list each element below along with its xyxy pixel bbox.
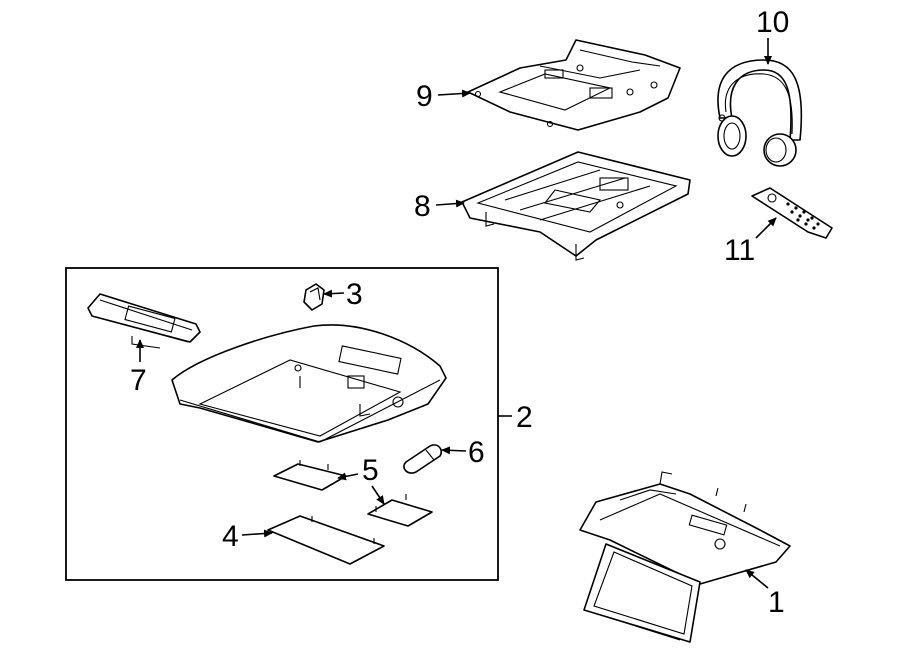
part-11-remote — [751, 187, 833, 239]
part-3-clip — [303, 283, 325, 311]
part-4-lens — [267, 515, 385, 565]
callout-6: 6 — [468, 436, 485, 469]
part-5-lens-a — [273, 460, 347, 491]
leader-6 — [441, 446, 467, 455]
callout-10: 10 — [756, 6, 789, 39]
part-2-console-housing — [171, 324, 447, 443]
part-10-headphones — [717, 59, 803, 167]
leader-9 — [437, 89, 471, 98]
part-6-bulb — [403, 444, 443, 474]
leader-11 — [755, 217, 777, 239]
leader-5b — [371, 485, 385, 505]
callout-9: 9 — [416, 80, 433, 113]
leader-3 — [323, 289, 345, 298]
part-9-bracket — [467, 39, 681, 131]
leader-1 — [745, 569, 769, 589]
callout-8: 8 — [414, 190, 431, 223]
callout-3: 3 — [346, 278, 363, 311]
leader-8 — [435, 199, 465, 208]
callout-4: 4 — [222, 520, 239, 553]
part-8-frame — [461, 151, 691, 261]
leader-4 — [241, 529, 273, 538]
callout-11: 11 — [724, 234, 755, 267]
part-5-lens-b — [367, 494, 433, 527]
part-7-module — [87, 293, 201, 349]
callout-7: 7 — [130, 364, 147, 397]
callout-1: 1 — [768, 586, 785, 619]
part-1-monitor — [579, 471, 791, 643]
callout-2: 2 — [516, 401, 533, 434]
leader-5a — [337, 472, 359, 481]
callout-5: 5 — [362, 454, 379, 487]
assembly-box — [65, 267, 499, 581]
